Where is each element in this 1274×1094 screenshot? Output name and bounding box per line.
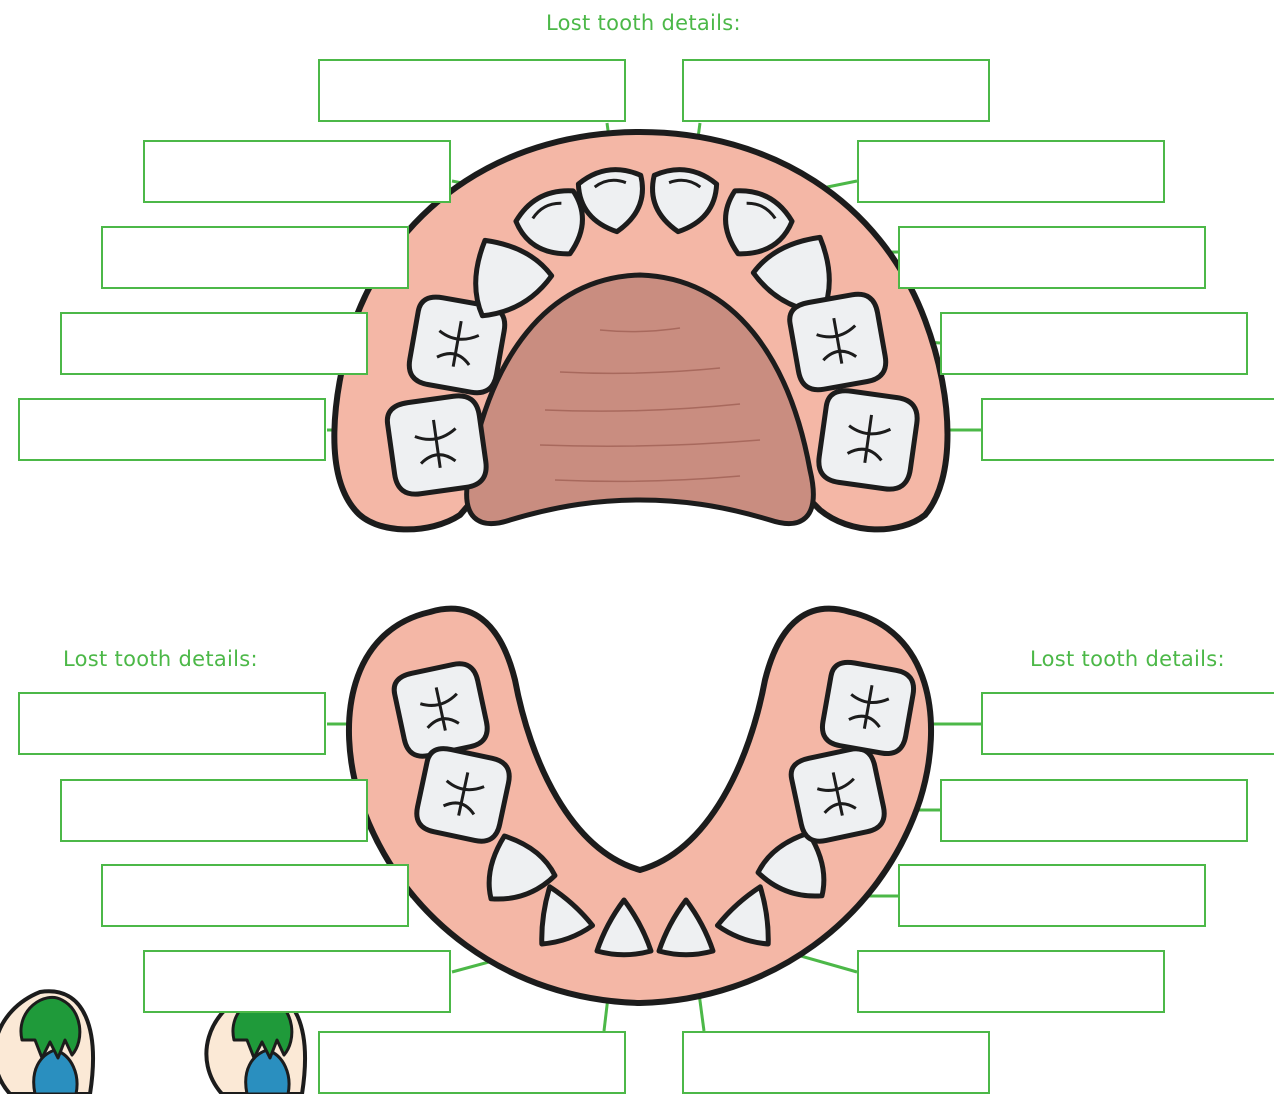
upper-tooth-detail-box[interactable] <box>18 398 326 461</box>
upper-tooth-10 <box>816 388 920 492</box>
upper-tooth-9 <box>787 291 889 393</box>
lower-tooth-detail-box[interactable] <box>682 1031 990 1094</box>
lower-tooth-1 <box>391 660 491 760</box>
lower-tooth-detail-box[interactable] <box>318 1031 626 1094</box>
lower-jaw <box>349 609 931 1003</box>
lower-tooth-detail-box[interactable] <box>101 864 409 927</box>
lower-tooth-detail-box[interactable] <box>981 692 1274 755</box>
lower-tooth-detail-box[interactable] <box>940 779 1248 842</box>
upper-tooth-detail-box[interactable] <box>981 398 1274 461</box>
upper-tooth-detail-box[interactable] <box>898 226 1206 289</box>
lower-tooth-detail-box[interactable] <box>143 950 451 1013</box>
heading-right: Lost tooth details: <box>1030 647 1225 671</box>
upper-tooth-1 <box>385 393 489 497</box>
upper-tooth-detail-box[interactable] <box>940 312 1248 375</box>
heading-left: Lost tooth details: <box>63 647 258 671</box>
upper-tooth-detail-box[interactable] <box>682 59 990 122</box>
upper-tooth-detail-box[interactable] <box>857 140 1165 203</box>
lower-tooth-detail-box[interactable] <box>18 692 326 755</box>
heading-top: Lost tooth details: <box>546 11 741 35</box>
lower-tooth-9 <box>788 745 888 845</box>
upper-tooth-detail-box[interactable] <box>143 140 451 203</box>
lower-tooth-2 <box>413 745 513 845</box>
tooth-character-left <box>0 991 93 1094</box>
upper-tooth-detail-box[interactable] <box>101 226 409 289</box>
lower-tooth-10 <box>819 659 916 756</box>
lower-tooth-detail-box[interactable] <box>898 864 1206 927</box>
upper-tooth-detail-box[interactable] <box>60 312 368 375</box>
lower-tooth-detail-box[interactable] <box>60 779 368 842</box>
upper-tooth-detail-box[interactable] <box>318 59 626 122</box>
lower-tooth-detail-box[interactable] <box>857 950 1165 1013</box>
